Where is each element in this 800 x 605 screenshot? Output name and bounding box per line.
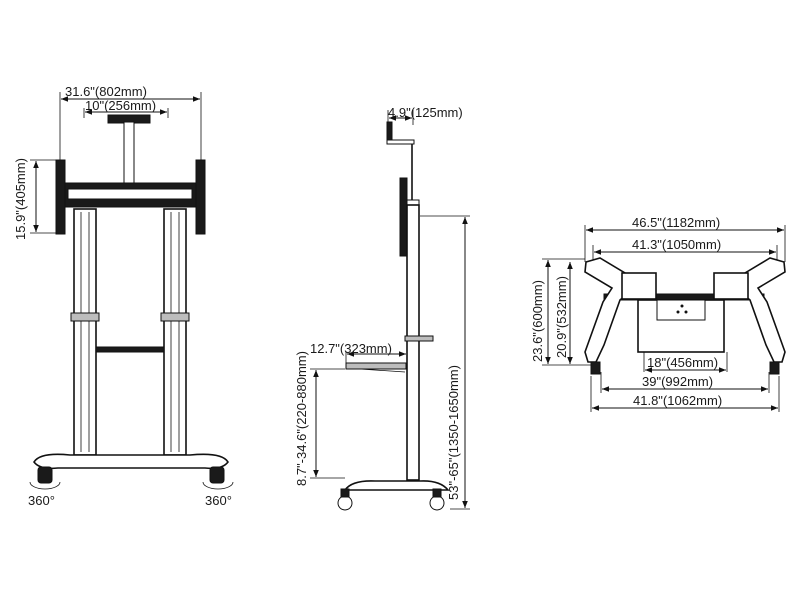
top-right-caster bbox=[769, 361, 780, 375]
inner-depth-label: 20.9"(532mm) bbox=[554, 276, 569, 358]
side-base bbox=[343, 480, 450, 491]
front-right-mount-arm bbox=[195, 159, 206, 235]
top-view: 46.5"(1182mm) 41.3"(1050mm) 23.6"(600mm)… bbox=[530, 215, 786, 412]
front-right-caster bbox=[209, 466, 225, 484]
side-camera-bracket bbox=[386, 121, 393, 143]
front-left-column bbox=[73, 208, 97, 456]
front-right-column bbox=[163, 208, 187, 456]
outer-width-label: 46.5"(1182mm) bbox=[632, 215, 720, 230]
vesa-width-label: 10"(256mm) bbox=[85, 98, 156, 113]
top-left-caster bbox=[590, 361, 601, 375]
side-left-caster bbox=[337, 495, 353, 511]
wheel-span-inner-label: 39"(992mm) bbox=[642, 374, 713, 389]
right-rotation-label: 360° bbox=[205, 493, 232, 508]
shelf-height-label: 8.7"-34.6"(220-880mm) bbox=[294, 351, 309, 486]
left-rotation-icon bbox=[29, 481, 61, 490]
mount-height-label: 53"-65"(1350-1650mm) bbox=[446, 365, 461, 500]
front-left-caster bbox=[37, 466, 53, 484]
side-view: 4.9"(125mm) 12.7"(323mm) 8.7"-34.6"(220-… bbox=[294, 105, 470, 511]
camera-shelf-label: 4.9"(125mm) bbox=[388, 105, 463, 120]
front-left-mount-arm bbox=[55, 159, 66, 235]
outer-depth-label: 23.6"(600mm) bbox=[530, 280, 545, 362]
top-right-bracket bbox=[713, 272, 749, 300]
right-rotation-icon bbox=[202, 481, 234, 490]
top-left-bracket bbox=[621, 272, 657, 300]
side-mount-plate bbox=[399, 177, 408, 257]
bracket-height-label: 15.9"(405mm) bbox=[13, 158, 28, 240]
front-shelf-bar bbox=[95, 346, 165, 353]
front-view: 31.6"(802mm) 10"(256mm) 15.9"(405mm) bbox=[13, 84, 234, 508]
front-base bbox=[33, 453, 229, 470]
wheel-span-outer-label: 41.8"(1062mm) bbox=[633, 393, 722, 408]
front-center-post bbox=[123, 121, 135, 185]
left-rotation-label: 360° bbox=[28, 493, 55, 508]
overall-width-label: 31.6"(802mm) bbox=[65, 84, 147, 99]
side-shelf bbox=[345, 362, 407, 370]
column-width-label: 18"(456mm) bbox=[647, 355, 718, 370]
inner-width-label: 41.3"(1050mm) bbox=[632, 237, 721, 252]
shelf-depth-label: 12.7"(323mm) bbox=[310, 341, 392, 356]
side-right-caster bbox=[429, 495, 445, 511]
side-column bbox=[406, 204, 420, 481]
